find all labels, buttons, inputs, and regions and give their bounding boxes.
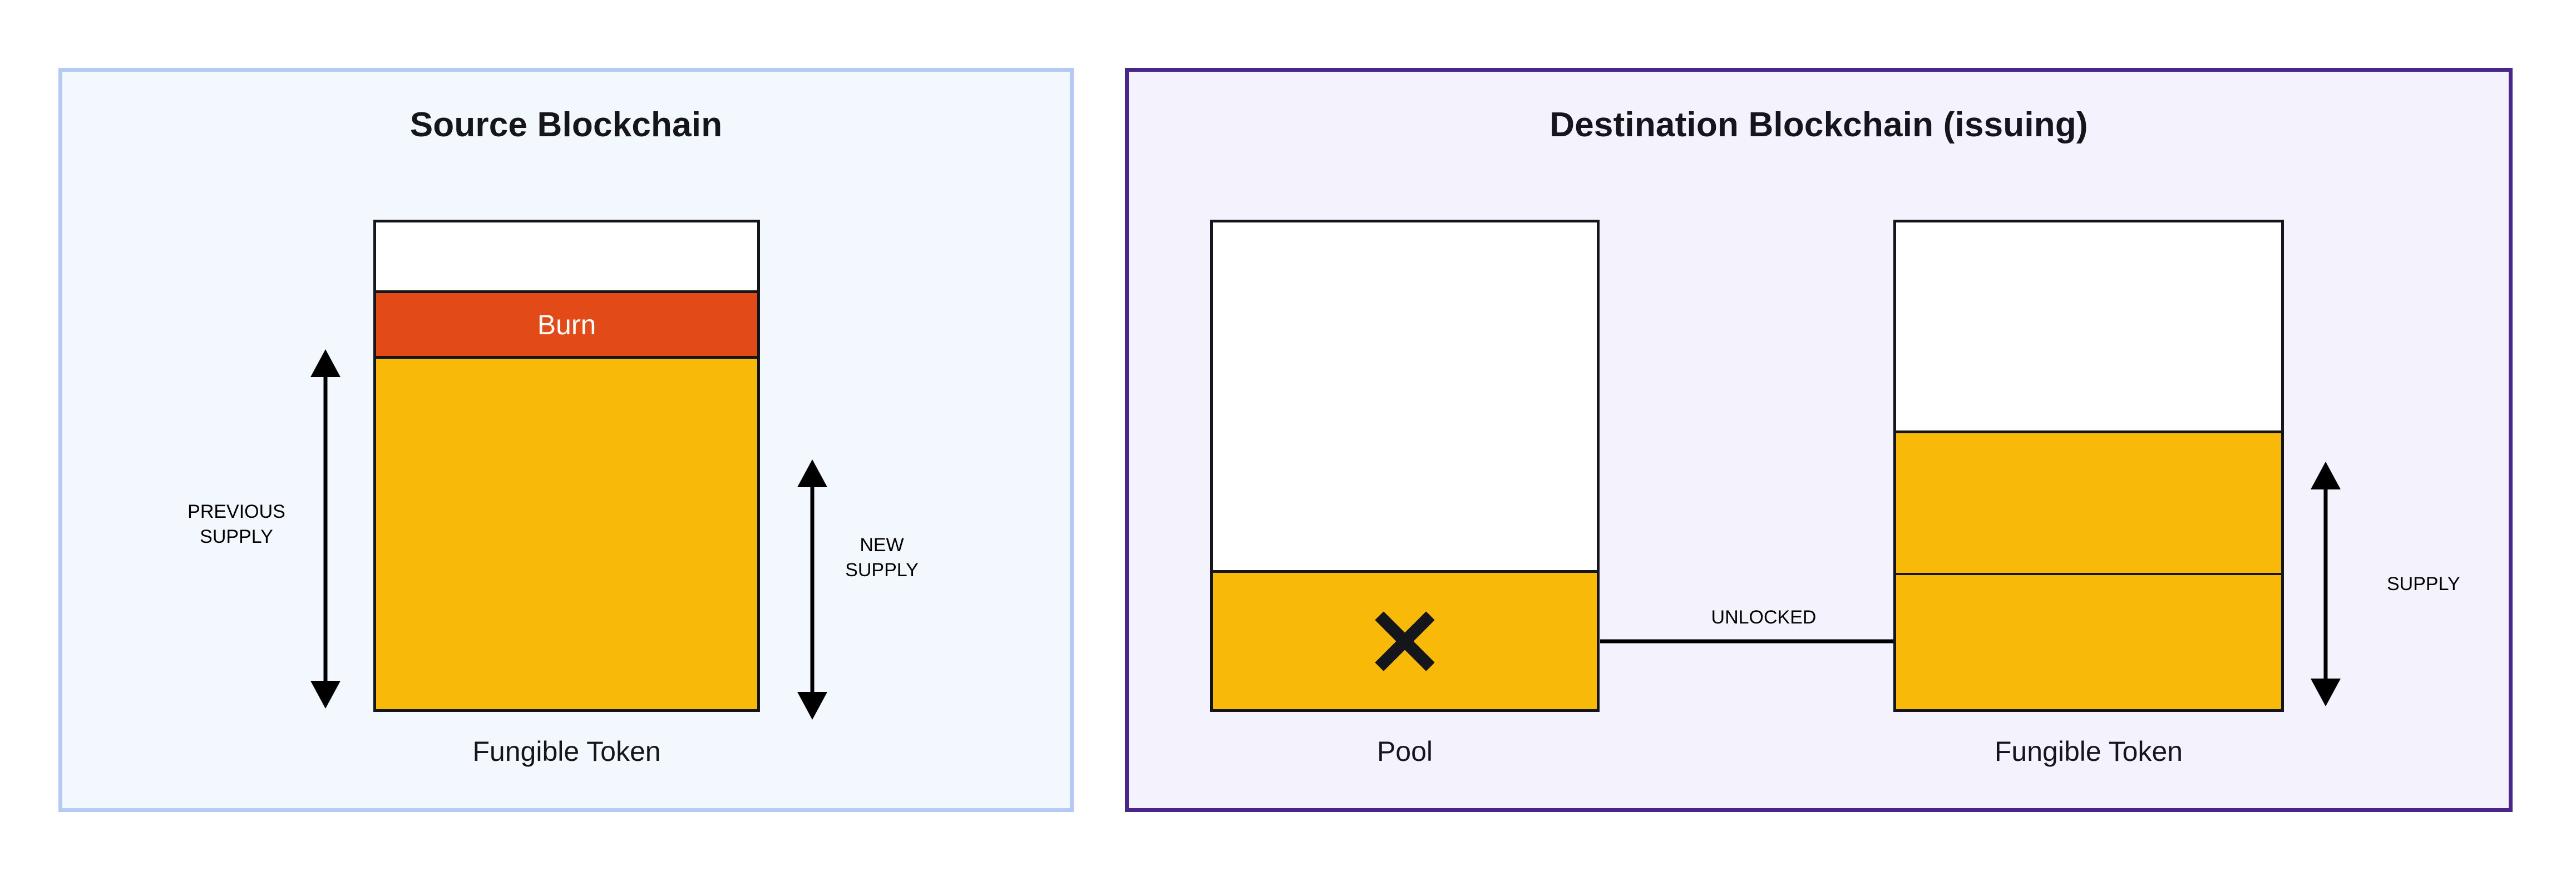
source-fungible-token-box: Burn <box>373 220 760 712</box>
source-token-segment-burn: Burn <box>376 290 757 356</box>
new-supply-dimension-arrow <box>797 459 827 720</box>
dest-token-segment-existing <box>1896 573 2281 709</box>
destination-panel-title: Destination Blockchain (issuing) <box>1549 106 2088 144</box>
source-token-segment-remaining <box>376 356 757 709</box>
unlocked-label: UNLOCKED <box>1711 607 1817 628</box>
pool-segment-locked <box>1213 570 1597 709</box>
supply-dimension-arrow <box>2311 462 2341 706</box>
new-supply-label: NEW SUPPLY <box>845 534 919 581</box>
dest-token-segment-newly-issued <box>1896 430 2281 573</box>
pool-segment-empty <box>1213 222 1597 570</box>
previous-supply-dimension-arrow <box>310 349 340 709</box>
burn-label: Burn <box>537 309 596 340</box>
source-fungible-token-caption: Fungible Token <box>472 736 661 767</box>
supply-label: SUPPLY <box>2387 573 2460 595</box>
pool-caption: Pool <box>1376 736 1433 767</box>
pool-box <box>1210 220 1600 712</box>
previous-supply-label: PREVIOUS SUPPLY <box>187 501 285 547</box>
destination-fungible-token-caption: Fungible Token <box>1994 736 2183 767</box>
dest-token-segment-empty <box>1896 222 2281 430</box>
x-mark-icon <box>1371 608 1438 675</box>
source-panel-title: Source Blockchain <box>409 106 723 144</box>
destination-fungible-token-box <box>1893 220 2284 712</box>
source-token-segment-empty <box>376 222 757 290</box>
